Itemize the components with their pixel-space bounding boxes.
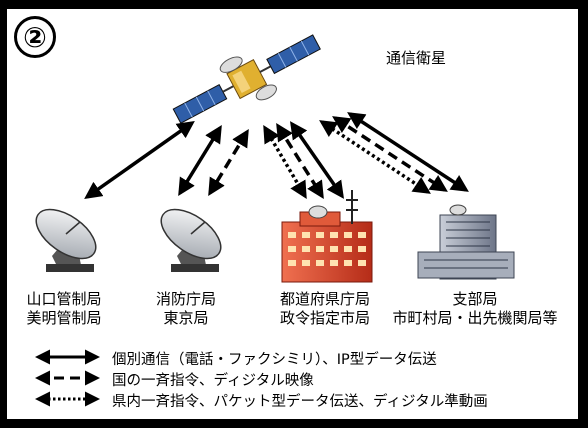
circled-number-badge: ②	[14, 16, 56, 58]
legend-text-dotted: 県内一斉指令、パケット型データ伝送、ディジタル準動画	[112, 394, 488, 410]
arrow-sat-station2-dashed	[208, 129, 249, 196]
red-building-icon	[281, 190, 373, 283]
station-label-2: 消防庁局東京局	[155, 290, 216, 327]
dish-antenna-icon	[160, 208, 222, 272]
arrow-sat-station4-dotted	[319, 120, 431, 194]
arrow-sat-station2-solid	[178, 125, 222, 196]
office-building-icon	[417, 204, 515, 280]
arrow-sat-station3-dotted	[263, 124, 307, 200]
figure-panel	[7, 9, 578, 419]
legend-text-solid: 個別通信（電話・ファクシミリ）、IP型データ伝送	[112, 352, 437, 368]
arrow-sat-station4-dashed	[332, 116, 448, 192]
station-label-1: 山口管制局美明管制局	[26, 290, 102, 327]
dish-antenna-icon	[35, 208, 97, 272]
satellite-icon	[172, 34, 321, 124]
legend-text-dashed: 国の一斉指令、ディジタル映像	[112, 373, 314, 389]
station-label-4: 支部局市町村局・出先機関局等	[392, 290, 558, 327]
link-arrows	[84, 112, 469, 200]
satellite-label: 通信衛星	[386, 49, 447, 67]
arrow-sat-station4-solid	[347, 112, 469, 192]
arrow-sat-station1-solid	[84, 120, 195, 200]
legend-arrows	[35, 349, 100, 407]
station-label-3: 都道府県庁局政令指定市局	[279, 290, 370, 327]
